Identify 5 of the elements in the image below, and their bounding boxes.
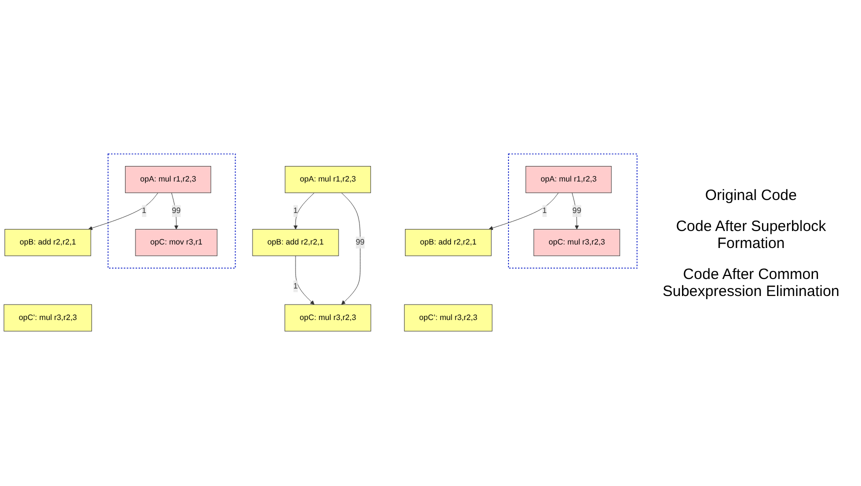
cluster <box>108 154 236 270</box>
caption-text: Original Code <box>704 186 798 204</box>
caption-text: Code After Common Subexpression Elimination <box>662 266 840 300</box>
cluster <box>508 154 638 270</box>
caption-text: Code After Superblock Formation <box>674 218 828 252</box>
